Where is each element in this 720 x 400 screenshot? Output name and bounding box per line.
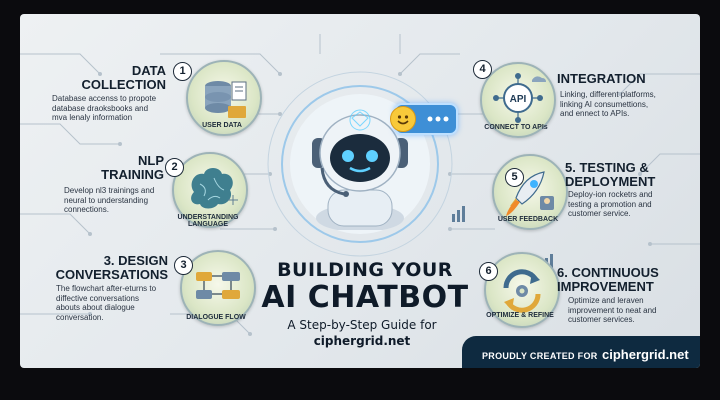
step1-description: Database accenss to propote database dra… [52,94,182,123]
step3-number-badge: 3 [174,256,193,275]
step6-title-line1: 6. CONTINUOUS [557,265,659,280]
step3-desc-line: conversation. [56,312,104,322]
step3-title: 3. DESIGN CONVERSATIONS [48,254,168,282]
step6-icon-circle [484,252,560,328]
main-title-line1: BUILDING YOUR [277,259,453,281]
step6-caption: OPTIMIZE & REFINE [486,312,554,319]
step1-icon-circle [186,60,262,136]
brain-icon [191,168,238,209]
api-icon: API [493,73,546,123]
step2-title-line2: TRAINING [101,167,164,182]
step3-title-line1: 3. DESIGN [103,253,168,268]
step3-caption: DIALOGUE FLOW [186,314,246,321]
infographic-panel: BUILDING YOUR AI CHATBOT A Step-by-Step … [20,14,700,368]
step2-title-line1: NLP [138,153,164,168]
step1-title-line2: COLLECTION [81,77,167,92]
step2-desc-line: connections. [64,205,109,214]
step2-caption-line1: UNDERSTANDING [177,214,239,221]
footer-site: ciphergrid.net [602,347,689,362]
step3-desc-line: The flowchart after-eturns to [56,284,157,293]
step5-icon-circle [492,154,568,230]
step5-desc-line: Deploy-ion rocketrs and [568,190,653,199]
step5-title-line2: DEPLOYMENT [565,174,656,189]
step3-description: The flowchart after-eturns to diffective… [56,284,180,322]
step1-caption: USER DATA [202,122,242,129]
footer-prefix: PROUDLY CREATED FOR [482,351,598,361]
step3-desc-line: abouts about dialogue [56,303,135,312]
step2-title: NLP TRAINING [76,154,164,182]
footer-banner [462,336,700,368]
step1-desc-line: database draoksbooks and [52,103,149,113]
step5-number-badge: 5 [505,168,524,187]
step5-title-line1: 5. TESTING & [565,160,649,175]
step5-description: Deploy-ion rocketrs and testing a promot… [568,190,694,219]
rocket-icon [506,171,554,216]
step4-desc-line: Linking, different platforms, [560,90,656,99]
subtitle-line1: A Step-by-Step Guide for [287,318,437,332]
step6-desc-line: improvement to neat and [568,305,657,315]
refresh-cycle-icon [503,269,541,313]
step1-desc-line: mva lenaly information [52,113,133,122]
step1-title: DATA COLLECTION [56,63,167,92]
step6-number-badge: 6 [479,262,498,281]
step4-desc-line: and ennect to APIs. [560,109,630,118]
step2-caption-line2: LANGUAGE [187,221,229,228]
smiley-face-icon [390,106,416,132]
main-title-line2: AI CHATBOT [261,280,469,315]
step4-title-line1: INTEGRATION [557,71,646,86]
flowchart-icon [196,272,240,299]
step1-desc-line: Database accenss to propote [52,94,157,103]
step2-desc-line: neural to understanding [64,195,149,205]
step5-desc-line: testing a promotion and [568,199,652,209]
step5-caption: USER FEEDBACK [497,216,559,223]
step3-title-line2: CONVERSATIONS [55,267,168,282]
step6-desc-line: Optimize and leraven [568,296,644,305]
step6-description: Optimize and leraven improvement to neat… [568,296,694,325]
step2-icon-circle [172,152,248,228]
step6-title: 6. CONTINUOUS IMPROVEMENT [557,266,695,294]
step5-title: 5. TESTING & DEPLOYMENT [565,161,695,189]
api-icon-label: API [510,94,527,105]
subtitle-line2: ciphergrid.net [313,334,411,348]
step1-title-line1: DATA [131,63,166,78]
step6-desc-line: customer services. [568,315,635,324]
robot-mascot-icon [312,109,408,230]
footer-credit: PROUDLY CREATED FOR ciphergrid.net [482,346,689,364]
step4-title: INTEGRATION [557,72,687,86]
step2-caption: UNDERSTANDING LANGUAGE [163,214,253,228]
step2-number-badge: 2 [165,158,184,177]
step4-description: Linking, different platforms, linking AI… [560,90,694,119]
step4-caption: CONNECT TO APIs [484,124,548,131]
step2-description: Develop nl3 trainings and neural to unde… [64,186,176,215]
step4-desc-line: linking AI consumettions, [560,99,649,109]
step1-number-badge: 1 [173,62,192,81]
step4-icon-circle: API [480,62,556,138]
step5-desc-line: customer service. [568,209,631,218]
step3-desc-line: diffective conversations [56,293,140,303]
step2-desc-line: Develop nl3 trainings and [64,186,155,195]
database-icon [205,81,247,118]
step4-number-badge: 4 [473,60,492,79]
step6-title-line2: IMPROVEMENT [557,279,654,294]
